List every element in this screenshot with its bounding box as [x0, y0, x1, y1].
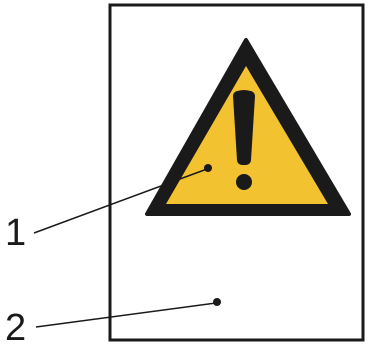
- callout-2-number: 2: [5, 307, 26, 345]
- callout-2-dot: [213, 298, 221, 306]
- callout-1-leader: [33, 168, 208, 234]
- exclamation-mark-bar: [233, 90, 255, 165]
- callout-1-dot: [204, 164, 212, 172]
- exclamation-mark-dot: [236, 174, 252, 190]
- callout-1-number: 1: [5, 212, 26, 254]
- callout-2-leader: [35, 302, 217, 328]
